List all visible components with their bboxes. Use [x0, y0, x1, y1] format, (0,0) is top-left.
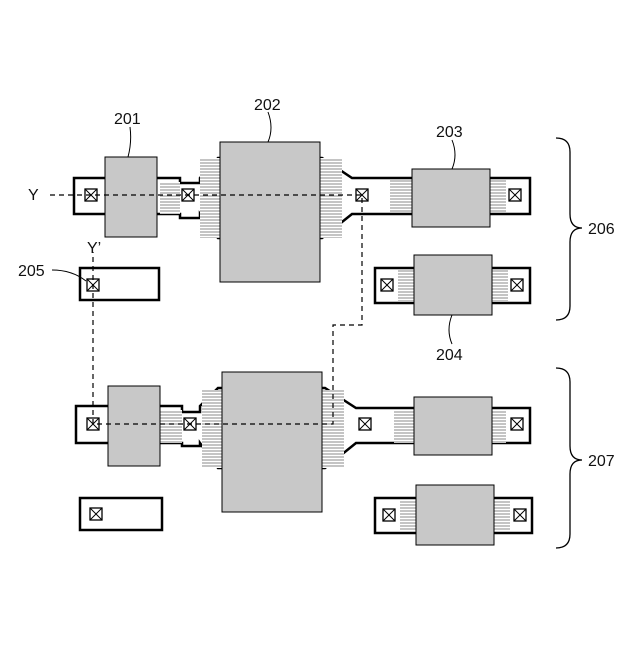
- brace-207-icon: [556, 368, 582, 548]
- diffusion-hatch: [390, 180, 412, 212]
- diffusion-hatch: [322, 390, 344, 468]
- diffusion-hatch: [160, 182, 180, 214]
- gate-204: [414, 255, 492, 315]
- diffusion-hatch: [202, 390, 222, 468]
- gate-lower-right: [414, 397, 492, 455]
- diffusion-hatch: [490, 180, 506, 212]
- diffusion-hatch: [400, 500, 416, 531]
- diffusion-hatch: [320, 158, 342, 238]
- gate-202: [220, 142, 320, 282]
- gate-lower-right-2: [416, 485, 494, 545]
- gate-lower-left: [108, 386, 160, 466]
- contact-icon: [509, 189, 521, 201]
- label-207: 207: [588, 453, 615, 470]
- label-202: 202: [254, 97, 281, 114]
- contact-icon: [90, 508, 102, 520]
- label-cut-y-prime: Y’: [87, 240, 101, 257]
- diffusion-hatch: [492, 270, 508, 301]
- label-201: 201: [114, 111, 141, 128]
- label-203: 203: [436, 124, 463, 141]
- cell-group-206: [74, 142, 530, 315]
- cell-group-207: [76, 372, 532, 545]
- label-cut-y: Y: [28, 187, 39, 204]
- contact-icon: [381, 279, 393, 291]
- contact-icon: [359, 418, 371, 430]
- diffusion-hatch: [494, 500, 510, 531]
- label-204: 204: [436, 347, 463, 364]
- contact-icon: [383, 509, 395, 521]
- diffusion-hatch: [160, 410, 182, 443]
- contact-icon: [511, 418, 523, 430]
- gate-203: [412, 169, 490, 227]
- gate-201: [105, 157, 157, 237]
- label-205: 205: [18, 263, 45, 280]
- diffusion-hatch: [398, 270, 414, 301]
- label-206: 206: [588, 221, 615, 238]
- diffusion-hatch: [492, 410, 506, 443]
- diffusion-hatch: [394, 410, 414, 443]
- brace-206-icon: [556, 138, 582, 320]
- contact-icon: [514, 509, 526, 521]
- gate-lower-center: [222, 372, 322, 512]
- diffusion-hatch: [200, 158, 220, 238]
- contact-icon: [511, 279, 523, 291]
